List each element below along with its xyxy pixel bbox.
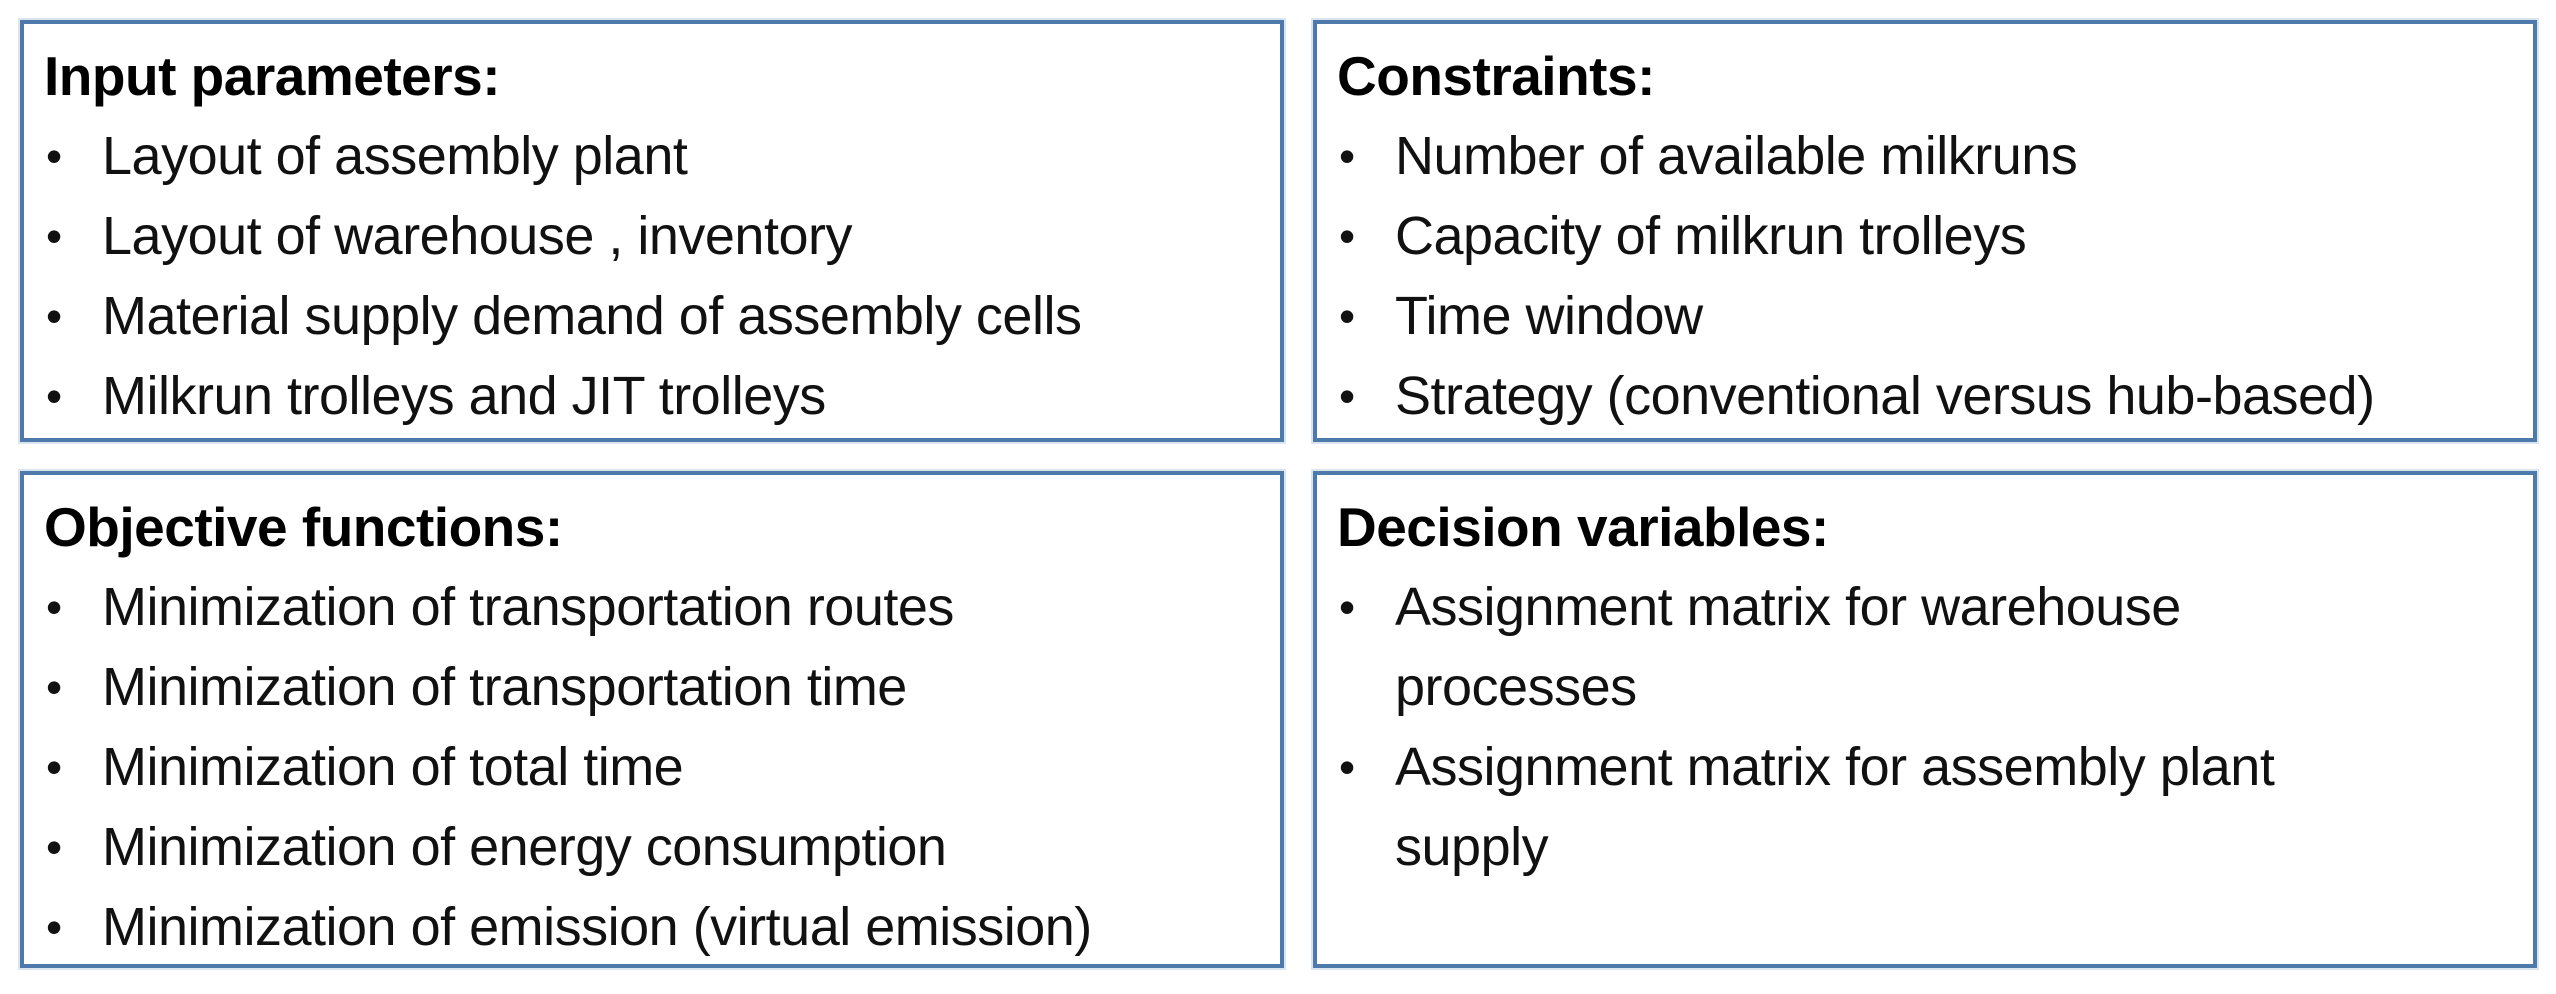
bullet-item: • Assignment matrix for warehouse process… [1337,567,2523,727]
bullet-icon: • [46,210,62,262]
bullet-item: • Layout of assembly plant [44,116,1270,196]
bullet-icon: • [46,370,62,422]
bullet-item: • Minimization of transportation routes [44,567,1270,647]
bullet-icon: • [46,821,62,873]
box-decision-variables: Decision variables: • Assignment matrix f… [1313,471,2537,968]
bullet-text: Milkrun trolleys and JIT trolleys [102,366,826,426]
box-title: Objective functions: [44,496,563,558]
bullet-item: • Minimization of transportation time [44,647,1270,727]
bullet-text: Assignment matrix for warehouse processe… [1395,577,2181,717]
bullet-text: Minimization of energy consumption [102,817,947,877]
bullet-icon: • [46,581,62,633]
bullet-text: Minimization of transportation time [102,657,907,717]
bullet-item: • Minimization of total time [44,727,1270,807]
bullet-text: Time window [1395,286,1703,346]
bullet-icon: • [46,661,62,713]
box-input-parameters: Input parameters: • Layout of assembly pl… [20,20,1284,442]
bullet-text: Capacity of milkrun trolleys [1395,206,2027,266]
bullet-item: • Strategy (conventional versus hub-based… [1337,356,2523,436]
bullet-list: • Minimization of transportation routes • M… [44,567,1270,964]
box-title: Input parameters: [44,45,501,107]
box-objective-functions: Objective functions: • Minimization of tr… [20,471,1284,968]
bullet-list: • Layout of assembly plant • Layout of ware… [44,116,1270,436]
box-constraints: Constraints: • Number of available milkru… [1313,20,2537,442]
bullet-icon: • [1339,130,1355,182]
bullet-icon: • [1339,290,1355,342]
bullet-icon: • [46,741,62,793]
bullet-icon: • [46,130,62,182]
bullet-text: Minimization of transportation routes [102,577,954,637]
bullet-icon: • [46,290,62,342]
bullet-icon: • [1339,741,1355,793]
bullet-item: • Capacity of milkrun trolleys [1337,196,2523,276]
bullet-text: Minimization of total time [102,737,684,797]
bullet-item: • Minimization of energy consumption [44,807,1270,887]
bullet-item: • Assignment matrix for assembly plant su… [1337,727,2523,887]
bullet-list: • Number of available milkruns • Capacity o… [1337,116,2523,436]
bullet-icon: • [1339,210,1355,262]
bullet-item: • Time window [1337,276,2523,356]
bullet-text: Layout of warehouse , inventory [102,206,852,266]
bullet-text: Material supply demand of assembly cells [102,286,1082,346]
bullet-icon: • [1339,581,1355,633]
bullet-text: Strategy (conventional versus hub-based) [1395,366,2375,426]
box-title: Decision variables: [1337,496,1829,558]
bullet-item: • Milkrun trolleys and JIT trolleys [44,356,1270,436]
bullet-item: • Minimization of emission (virtual emiss… [44,887,1270,964]
bullet-item: • Material supply demand of assembly cell… [44,276,1270,356]
bullet-icon: • [46,901,62,953]
bullet-text: Layout of assembly plant [102,126,688,186]
bullet-text: Assignment matrix for assembly plant sup… [1395,737,2275,877]
bullet-list: • Assignment matrix for warehouse process… [1337,567,2523,887]
bullet-text: Minimization of emission (virtual emissi… [102,897,1092,957]
bullet-text: Number of available milkruns [1395,126,2078,186]
bullet-icon: • [1339,370,1355,422]
bullet-item: • Layout of warehouse , inventory [44,196,1270,276]
box-title: Constraints: [1337,45,1655,107]
bullet-item: • Number of available milkruns [1337,116,2523,196]
